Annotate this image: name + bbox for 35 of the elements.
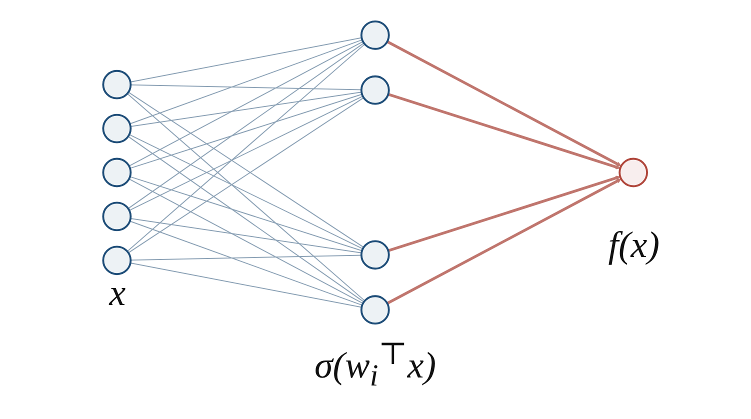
neuron-circle (102, 158, 132, 188)
connection-line (130, 176, 363, 252)
connection-line (130, 39, 364, 124)
arrow (386, 40, 622, 166)
connection-line (130, 92, 362, 128)
neuron-circle (102, 202, 132, 232)
connection-line (130, 220, 364, 306)
neuron-circle (360, 20, 390, 50)
math-label: f(x) (608, 226, 660, 267)
connection-line (130, 218, 362, 254)
math-label: x (109, 274, 126, 315)
math-label: σ(w$_{i}$$^{⊤}$x) (314, 338, 436, 394)
connection-line (127, 44, 366, 252)
neuron-circle (619, 158, 648, 188)
arrow (388, 176, 621, 252)
connection-line (128, 178, 364, 304)
arrow (386, 178, 622, 305)
neuron-circle (360, 295, 390, 325)
connection-line (128, 41, 364, 167)
connection-line (129, 96, 364, 211)
arrow (388, 92, 621, 170)
neuron-circle (102, 70, 132, 100)
neuron-circle (360, 75, 390, 105)
connection-line (128, 42, 365, 210)
connection-line (128, 136, 365, 302)
connection-line (130, 262, 362, 308)
neuron-circle (360, 240, 390, 270)
connection-line (130, 254, 362, 261)
connection-line (130, 94, 363, 169)
connection-line (129, 134, 364, 250)
connection-line (127, 93, 366, 302)
neuron-circle (102, 114, 132, 144)
connection-line (130, 37, 362, 83)
connection-line (130, 84, 362, 90)
neuron-circle (102, 246, 132, 276)
